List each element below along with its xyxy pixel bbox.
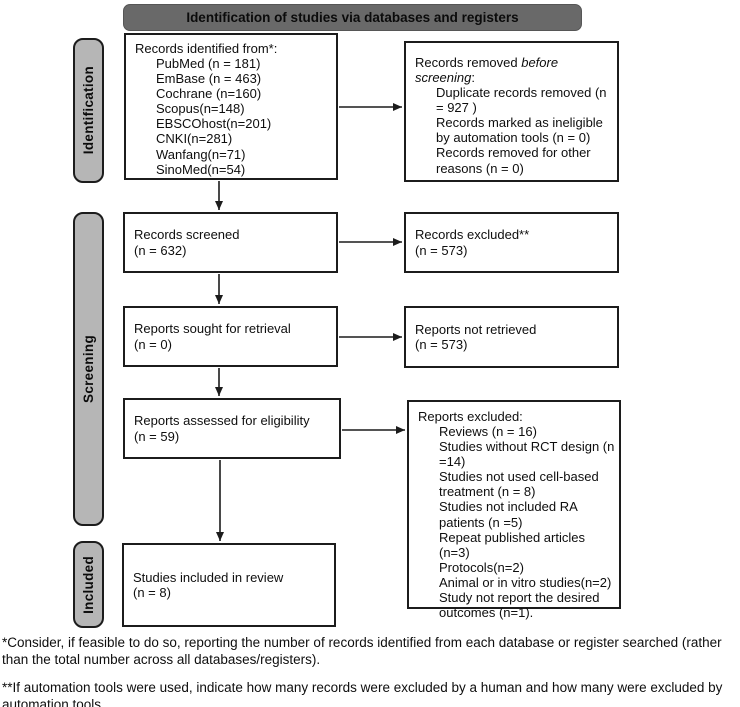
records-excluded-label: Records excluded** — [415, 227, 530, 243]
records-removed-title-suffix: : — [471, 70, 475, 86]
exclusion-reason: Study not report the desired outcomes (n… — [439, 589, 600, 621]
exclusion-reason: Studies not used cell-based treatment (n… — [439, 469, 599, 500]
exclusion-reason: Studies without RCT design (n =14) — [439, 439, 615, 470]
exclusion-reason: Reviews (n = 16) — [439, 424, 537, 440]
box-records-excluded: Records excluded** (n = 573) — [404, 212, 619, 273]
stage-bar-screening: Screening — [73, 212, 104, 526]
box-reports-not-retrieved: Reports not retrieved (n = 573) — [404, 306, 619, 368]
records-excluded-count: (n = 573) — [415, 242, 468, 258]
banner-identification-via-databases: Identification of studies via databases … — [123, 4, 582, 31]
footnote-asterisk: *Consider, if feasible to do so, reporti… — [2, 635, 722, 668]
footnotes: *Consider, if feasible to do so, reporti… — [2, 634, 739, 707]
box-records-identified: Records identified from*: PubMed (n = 18… — [124, 33, 338, 180]
reports-sought-count: (n = 0) — [134, 336, 172, 352]
database-count: EBSCOhost(n=201) — [156, 116, 272, 132]
exclusion-reason: Studies not included RA patients (n =5) — [439, 499, 578, 530]
database-count: CNKI(n=281) — [156, 131, 233, 147]
records-screened-count: (n = 632) — [134, 242, 187, 258]
stage-bar-included: Included — [73, 541, 104, 628]
records-removed-title-italic: before screening — [415, 55, 559, 86]
box-studies-included: Studies included in review (n = 8) — [122, 543, 336, 627]
removed-reason: Duplicate records removed (n = 927 ) — [436, 85, 607, 116]
database-count: Wanfang(n=71) — [156, 146, 246, 162]
reports-excluded-title: Reports excluded: — [418, 409, 523, 424]
database-count: Cochrane (n=160) — [156, 86, 262, 102]
removed-reason: Records removed for other reasons (n = 0… — [436, 145, 591, 176]
exclusion-reason: Animal or in vitro studies(n=2) — [439, 574, 612, 590]
reports-sought-label: Reports sought for retrieval — [134, 321, 291, 337]
reports-assessed-count: (n = 59) — [134, 428, 180, 444]
banner-label: Identification of studies via databases … — [186, 10, 519, 25]
box-records-screened: Records screened (n = 632) — [123, 212, 338, 273]
box-reports-excluded: Reports excluded: Reviews (n = 16) Studi… — [407, 400, 621, 620]
database-count: SinoMed(n=54) — [156, 161, 246, 177]
stage-label-screening: Screening — [81, 335, 96, 403]
reports-assessed-label: Reports assessed for eligibility — [134, 413, 310, 429]
database-count: EmBase (n = 463) — [156, 71, 262, 87]
removed-reason: Records marked as ineligible by automati… — [436, 115, 603, 146]
database-count: Scopus(n=148) — [156, 101, 245, 117]
box-reports-assessed: Reports assessed for eligibility (n = 59… — [123, 398, 341, 459]
footnote-double-asterisk: **If automation tools were used, indicat… — [2, 679, 723, 707]
studies-included-label: Studies included in review — [133, 569, 284, 585]
records-screened-label: Records screened — [134, 227, 240, 243]
studies-included-count: (n = 8) — [133, 585, 171, 600]
records-identified-title: Records identified from*: — [135, 41, 278, 56]
stage-bar-identification: Identification — [73, 38, 104, 183]
database-count: PubMed (n = 181) — [156, 56, 261, 72]
exclusion-reason: Protocols(n=2) — [439, 559, 524, 575]
box-records-removed: Records removed before screening: Duplic… — [404, 41, 619, 182]
exclusion-reason: Repeat published articles (n=3) — [439, 529, 585, 560]
stage-label-included: Included — [81, 555, 96, 614]
reports-not-retrieved-count: (n = 573) — [415, 337, 468, 352]
stage-label-identification: Identification — [81, 66, 96, 155]
reports-not-retrieved-label: Reports not retrieved — [415, 321, 537, 337]
box-reports-sought: Reports sought for retrieval (n = 0) — [123, 306, 338, 367]
records-removed-title: Records removed before screening: — [415, 55, 612, 85]
records-removed-title-prefix: Records removed — [415, 55, 522, 70]
